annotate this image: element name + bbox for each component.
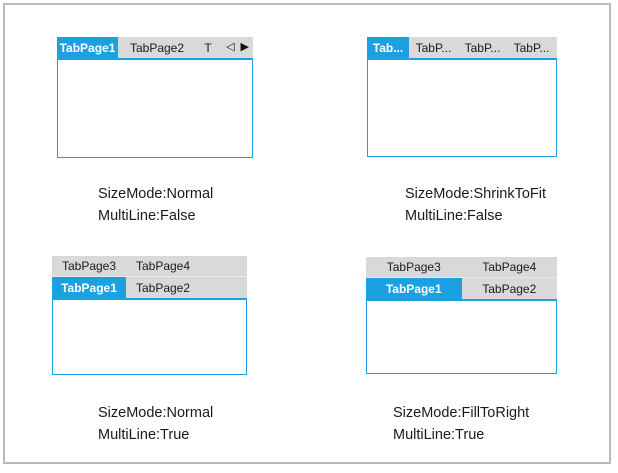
- tab-tabpage1[interactable]: TabPage1: [57, 37, 118, 58]
- selected-tab-underline: [57, 58, 253, 60]
- tab-tabpage4-shrunk[interactable]: TabP...: [513, 40, 550, 55]
- tab-strip: Tab... TabP... TabP... TabP...: [367, 37, 557, 58]
- tab-strip-row2: TabPage1 TabPage2: [366, 278, 557, 299]
- caption-filltoright-multiline: SizeMode:FillToRight MultiLine:True: [393, 402, 529, 446]
- selected-tab-underline: [52, 298, 247, 300]
- tab-page-panel: [366, 301, 557, 374]
- caption-normal-multiline: SizeMode:Normal MultiLine:True: [98, 402, 213, 446]
- tab-tabpage1-filled[interactable]: TabPage1: [366, 278, 462, 299]
- tabcontrol-filltoright-multiline: TabPage3 TabPage4 TabPage1 TabPage2: [366, 257, 557, 374]
- caption-multiline: MultiLine:False: [405, 208, 503, 224]
- tab-page-panel: [52, 300, 247, 375]
- tab-tabpage2-shrunk[interactable]: TabP...: [415, 40, 452, 55]
- caption-normal-singleline: SizeMode:Normal MultiLine:False: [98, 183, 213, 227]
- tab-tabpage4[interactable]: TabPage4: [135, 259, 191, 273]
- tabcontrol-normal-singleline: TabPage1 TabPage2 T ◁ ▶: [57, 37, 253, 158]
- tab-tabpage3[interactable]: TabPage3: [61, 259, 117, 273]
- caption-shrinktofit-singleline: SizeMode:ShrinkToFit MultiLine:False: [405, 183, 546, 227]
- tab-tabpage3-filled[interactable]: TabPage3: [386, 260, 441, 274]
- scroll-left-icon[interactable]: ◁: [226, 41, 235, 53]
- selected-tab-underline: [366, 299, 557, 301]
- caption-sizemode: SizeMode:Normal: [98, 186, 214, 202]
- caption-sizemode: SizeMode:FillToRight: [393, 405, 530, 421]
- tab-tabpage3-shrunk[interactable]: TabP...: [464, 40, 501, 55]
- scroll-right-icon[interactable]: ▶: [240, 41, 249, 53]
- tab-strip: TabPage1 TabPage2 T ◁ ▶: [57, 37, 253, 58]
- tab-tabpage4-filled[interactable]: TabPage4: [482, 260, 537, 274]
- tab-page-panel: [57, 60, 253, 158]
- tab-tabpage2-filled[interactable]: TabPage2: [482, 281, 537, 296]
- caption-multiline: MultiLine:True: [98, 427, 190, 443]
- tab-scroll-buttons: ◁ ▶: [226, 37, 253, 58]
- tab-strip-row2: TabPage1 TabPage2: [52, 277, 247, 298]
- tabcontrol-shrinktofit-singleline: Tab... TabP... TabP... TabP...: [367, 37, 557, 157]
- tab-strip-row1: TabPage3 TabPage4: [52, 256, 247, 277]
- tab-page-panel: [367, 60, 557, 157]
- selected-tab-underline: [367, 58, 557, 60]
- tab-strip-row1: TabPage3 TabPage4: [366, 257, 557, 278]
- tab-tabpage3-truncated[interactable]: T: [204, 40, 212, 55]
- tab-tabpage1[interactable]: TabPage1: [52, 277, 126, 298]
- caption-sizemode: SizeMode:Normal: [98, 405, 214, 421]
- tabcontrol-normal-multiline: TabPage3 TabPage4 TabPage1 TabPage2: [52, 256, 247, 375]
- caption-sizemode: SizeMode:ShrinkToFit: [405, 186, 547, 202]
- tab-tabpage2[interactable]: TabPage2: [135, 280, 191, 295]
- caption-multiline: MultiLine:True: [393, 427, 485, 443]
- tab-tabpage2[interactable]: TabPage2: [129, 40, 185, 55]
- caption-multiline: MultiLine:False: [98, 208, 196, 224]
- tab-tabpage1-shrunk[interactable]: Tab...: [367, 37, 409, 58]
